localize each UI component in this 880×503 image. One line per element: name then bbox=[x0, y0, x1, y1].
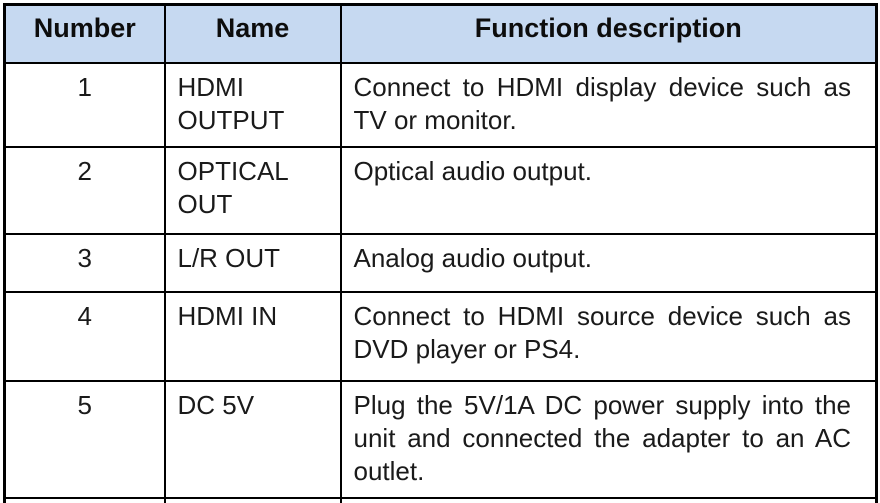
function-description-table: Number Name Function description 1 HDMI … bbox=[3, 3, 878, 503]
description-cell: Plug the 5V/1A DC power supply into the … bbox=[339, 379, 878, 499]
description-cell: Optical audio output. bbox=[339, 145, 878, 235]
number-cell: 4 bbox=[3, 290, 166, 382]
number-cell: 2 bbox=[3, 145, 166, 235]
column-header-function-description: Function description bbox=[339, 3, 878, 64]
name-cell bbox=[163, 496, 342, 503]
name-cell: HDMI IN bbox=[163, 290, 342, 382]
description-cell bbox=[339, 496, 878, 503]
description-cell: Connect to HDMI source device such as DV… bbox=[339, 290, 878, 382]
table-row: 5 DC 5V Plug the 5V/1A DC power supply i… bbox=[3, 379, 878, 499]
column-header-number: Number bbox=[3, 3, 166, 64]
number-cell: 1 bbox=[3, 61, 166, 148]
number-cell: 3 bbox=[3, 232, 166, 293]
name-cell: HDMI OUTPUT bbox=[163, 61, 342, 148]
name-cell: L/R OUT bbox=[163, 232, 342, 293]
table-row: 2 OPTICAL OUT Optical audio output. bbox=[3, 145, 878, 235]
table-row: 1 HDMI OUTPUT Connect to HDMI display de… bbox=[3, 61, 878, 148]
description-cell: Analog audio output. bbox=[339, 232, 878, 293]
table-row: 4 HDMI IN Connect to HDMI source device … bbox=[3, 290, 878, 382]
name-cell: DC 5V bbox=[163, 379, 342, 499]
description-cell: Connect to HDMI display device such as T… bbox=[339, 61, 878, 148]
table-row: 3 L/R OUT Analog audio output. bbox=[3, 232, 878, 293]
column-header-name: Name bbox=[163, 3, 342, 64]
table-header-row: Number Name Function description bbox=[3, 3, 878, 64]
number-cell: 5 bbox=[3, 379, 166, 499]
name-cell: OPTICAL OUT bbox=[163, 145, 342, 235]
number-cell bbox=[3, 496, 166, 503]
table-row-clipped bbox=[3, 496, 878, 503]
